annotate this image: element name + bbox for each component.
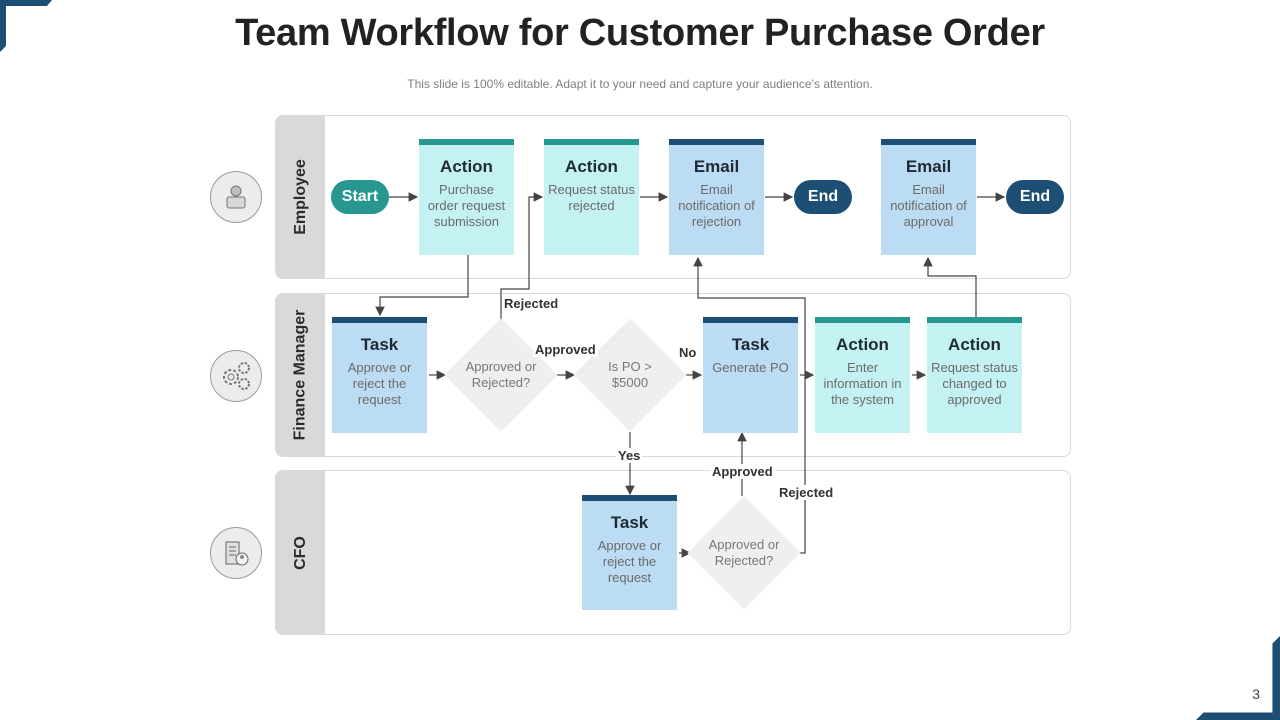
lane-label-finance-manager: Finance Manager [291, 309, 309, 441]
label-approved-finance: Approved [533, 342, 598, 357]
action-rejected-box: Action Request status rejected [544, 139, 639, 255]
corner-decoration-top-left [0, 0, 52, 52]
end-node-rejection: End [794, 180, 852, 214]
cfo-decision-approved-rejected: Approved or Rejected? [687, 496, 801, 610]
action-submission-box: Action Purchase order request submission [419, 139, 514, 255]
building-person-icon [210, 527, 262, 579]
page-title: Team Workflow for Customer Purchase Orde… [235, 12, 1045, 54]
lane-header [276, 116, 325, 278]
label-rejected-cfo: Rejected [777, 485, 836, 500]
action-enter-info-box: Action Enter information in the system [815, 317, 910, 433]
start-node: Start [331, 180, 389, 214]
lane-label-cfo: CFO [291, 535, 309, 570]
cfo-task-approve-reject-box: Task Approve or reject the request [582, 495, 677, 610]
page-subtitle: This slide is 100% editable. Adapt it to… [407, 77, 873, 91]
gears-person-icon [210, 350, 262, 402]
decision-approved-rejected: Approved or Rejected? [444, 318, 558, 432]
label-no: No [677, 345, 699, 360]
decision-po-amount: Is PO > $5000 [573, 318, 687, 432]
lane-header [276, 294, 325, 456]
task-generate-po-box: Task Generate PO [703, 317, 798, 433]
label-rejected-finance: Rejected [502, 296, 561, 311]
lane-header [276, 471, 325, 634]
task-approve-reject-box: Task Approve or reject the request [332, 317, 427, 433]
person-laptop-icon [210, 171, 262, 223]
end-node-approval: End [1006, 180, 1064, 214]
email-approval-box: Email Email notification of approval [881, 139, 976, 255]
label-approved-cfo: Approved [710, 464, 775, 479]
corner-decoration-bottom-right [1196, 636, 1280, 720]
label-yes: Yes [616, 448, 643, 463]
page-number: 3 [1252, 686, 1260, 702]
email-rejection-box: Email Email notification of rejection [669, 139, 764, 255]
lane-label-employee: Employee [291, 159, 309, 235]
action-status-approved-box: Action Request status changed to approve… [927, 317, 1022, 433]
